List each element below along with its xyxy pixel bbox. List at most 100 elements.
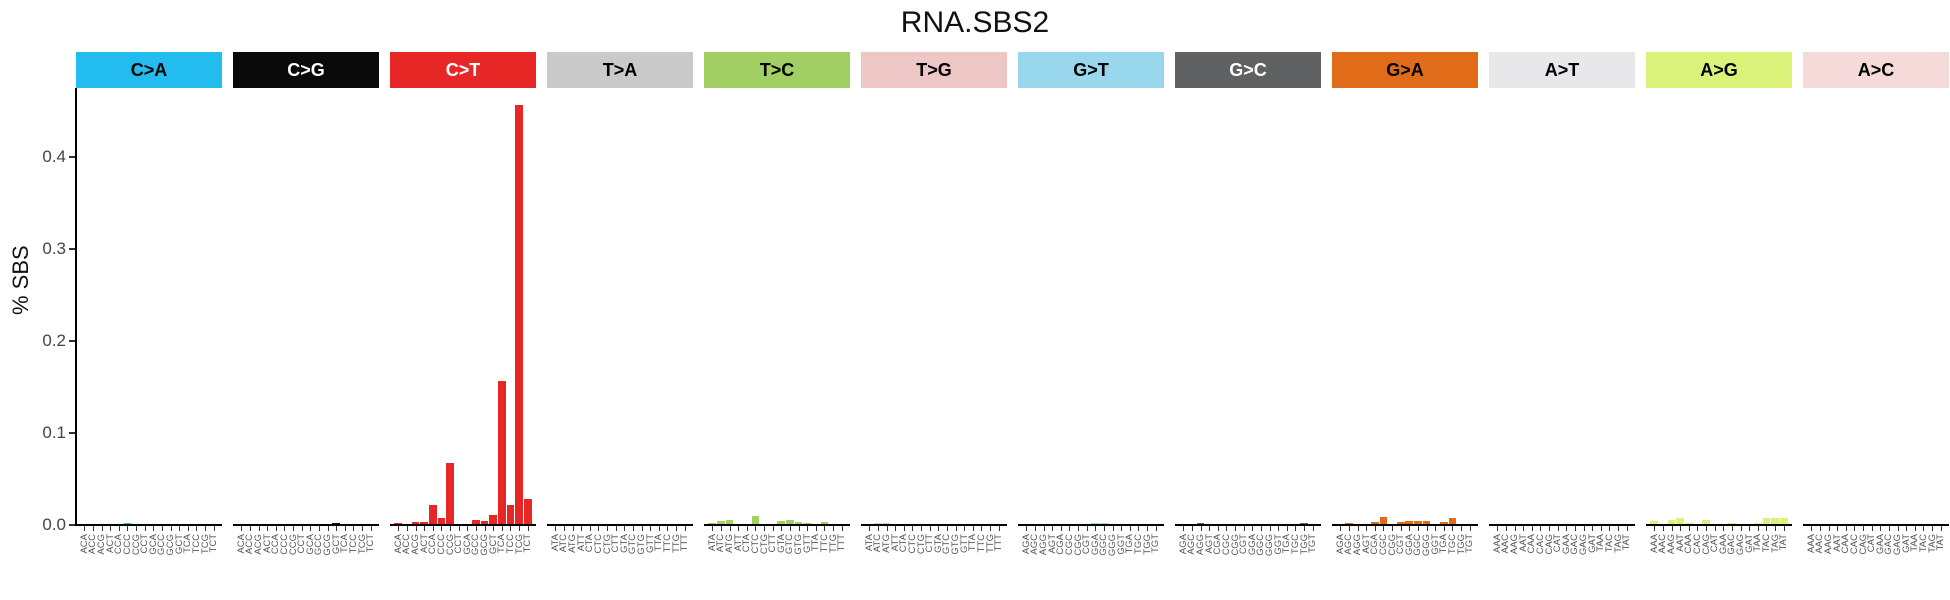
x-tick-label: TTT: [679, 534, 691, 552]
x-tick: [1417, 526, 1419, 531]
x-tick: [458, 526, 460, 531]
x-tick: [1514, 526, 1516, 531]
x-tick: [1357, 526, 1359, 531]
x-axis-line: [1803, 524, 1949, 526]
x-tick: [475, 526, 477, 531]
x-tick: [720, 526, 722, 531]
bar: [1439, 522, 1448, 524]
x-tick: [1540, 526, 1542, 531]
x-tick: [1574, 526, 1576, 531]
bar: [1676, 517, 1685, 524]
x-tick: [676, 526, 678, 531]
x-tick: [318, 526, 320, 531]
x-tick: [1731, 526, 1733, 531]
x-tick: [903, 526, 905, 531]
facet-strip-A-to-T: A>T: [1489, 52, 1635, 88]
x-tick: [1026, 526, 1028, 531]
x-tick: [249, 526, 251, 531]
x-tick: [877, 526, 879, 531]
bar: [708, 523, 717, 524]
x-tick: [258, 526, 260, 531]
x-tick: [1235, 526, 1237, 531]
x-tick: [1069, 526, 1071, 531]
x-tick: [1714, 526, 1716, 531]
x-tick: [1932, 526, 1934, 531]
x-tick: [1723, 526, 1725, 531]
x-tick: [187, 526, 189, 531]
x-tick: [1034, 526, 1036, 531]
x-tick: [955, 526, 957, 531]
bar: [123, 523, 132, 524]
x-tick: [1112, 526, 1114, 531]
x-tick: [1200, 526, 1202, 531]
x-tick-label: TGT: [1307, 534, 1319, 553]
x-tick: [1147, 526, 1149, 531]
x-tick: [1217, 526, 1219, 531]
facet-strip-G-to-C: G>C: [1175, 52, 1321, 88]
bar: [1753, 523, 1762, 524]
x-tick: [1278, 526, 1280, 531]
bar: [1650, 521, 1659, 524]
x-tick: [938, 526, 940, 531]
bar: [820, 522, 829, 524]
x-tick: [972, 526, 974, 531]
bar: [803, 523, 812, 524]
x-tick: [1400, 526, 1402, 531]
x-tick: [213, 526, 215, 531]
bar: [1300, 523, 1308, 524]
x-tick-label: TAT: [1935, 534, 1947, 551]
x-tick: [493, 526, 495, 531]
x-tick: [1366, 526, 1368, 531]
facet-strip-G-to-T: G>T: [1018, 52, 1164, 88]
x-tick: [598, 526, 600, 531]
bar: [1379, 516, 1388, 524]
x-tick: [1566, 526, 1568, 531]
bar: [1196, 523, 1205, 524]
x-tick: [886, 526, 888, 531]
x-axis-line: [1646, 524, 1792, 526]
x-tick: [807, 526, 809, 531]
x-tick: [527, 526, 529, 531]
y-axis-line: [75, 88, 77, 526]
x-tick: [196, 526, 198, 531]
x-tick: [1497, 526, 1499, 531]
bar: [1762, 517, 1771, 524]
bar: [1100, 523, 1108, 524]
x-tick: [362, 526, 364, 531]
facet-strip-T-to-A: T>A: [547, 52, 693, 88]
x-tick: [1600, 526, 1602, 531]
x-tick: [1811, 526, 1813, 531]
x-tick: [738, 526, 740, 531]
x-tick: [1662, 526, 1664, 531]
x-tick: [1060, 526, 1062, 531]
facet-strip-C-to-G: C>G: [233, 52, 379, 88]
bar: [1422, 521, 1431, 524]
x-tick: [424, 526, 426, 531]
bar: [1414, 521, 1422, 524]
bar: [874, 523, 882, 524]
x-tick: [824, 526, 826, 531]
x-tick: [624, 526, 626, 531]
x-tick: [370, 526, 372, 531]
bar: [717, 521, 725, 524]
x-tick: [501, 526, 503, 531]
x-tick: [1583, 526, 1585, 531]
x-tick: [1888, 526, 1890, 531]
y-tick: [69, 340, 75, 342]
x-tick: [1626, 526, 1628, 531]
bar: [882, 523, 891, 524]
bar: [489, 514, 498, 524]
x-tick: [92, 526, 94, 531]
x-tick: [1095, 526, 1097, 531]
x-tick: [441, 526, 443, 531]
x-tick: [1828, 526, 1830, 531]
x-tick: [772, 526, 774, 531]
x-tick: [241, 526, 243, 531]
x-tick: [1103, 526, 1105, 531]
x-tick: [1609, 526, 1611, 531]
x-tick: [841, 526, 843, 531]
y-tick-label: 0.3: [42, 239, 66, 258]
x-tick: [1671, 526, 1673, 531]
